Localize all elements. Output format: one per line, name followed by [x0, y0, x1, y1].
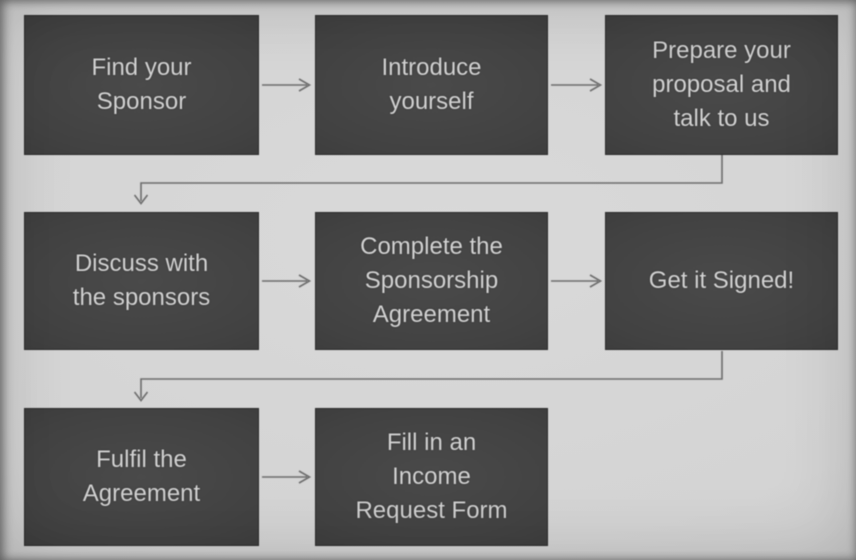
- step-box-find-your-sponsor: Find your Sponsor: [24, 15, 259, 155]
- arrow-fulfil-to-income-form: [262, 470, 312, 484]
- arrow-introduce-to-prepare: [551, 78, 603, 92]
- arrow-find-sponsor-to-introduce: [262, 78, 312, 92]
- step-label: Complete the Sponsorship Agreement: [360, 233, 503, 328]
- step-label: Get it Signed!: [648, 267, 795, 294]
- step-box-complete-sponsorship-agreement: Complete the Sponsorship Agreement: [315, 212, 548, 350]
- step-label: Fulfil the Agreement: [82, 446, 201, 507]
- step-label: Fill in an Income Request Form: [355, 429, 508, 524]
- step-label: Prepare your proposal and talk to us: [652, 37, 791, 132]
- step-box-income-request-form: Fill in an Income Request Form: [315, 408, 548, 546]
- step-box-get-it-signed: Get it Signed!: [605, 212, 838, 350]
- step-box-discuss-with-sponsors: Discuss with the sponsors: [24, 212, 259, 350]
- arrow-discuss-to-complete: [262, 274, 312, 288]
- elbow-signed-to-fulfil: [133, 351, 723, 402]
- step-label: Find your Sponsor: [91, 54, 192, 115]
- step-box-prepare-proposal: Prepare your proposal and talk to us: [605, 15, 838, 155]
- step-label: Discuss with the sponsors: [72, 250, 211, 311]
- step-box-fulfil-agreement: Fulfil the Agreement: [24, 408, 259, 546]
- step-label: Introduce yourself: [381, 54, 482, 115]
- step-box-introduce-yourself: Introduce yourself: [315, 15, 548, 155]
- arrow-complete-to-signed: [551, 274, 603, 288]
- elbow-prepare-to-discuss: [133, 155, 723, 205]
